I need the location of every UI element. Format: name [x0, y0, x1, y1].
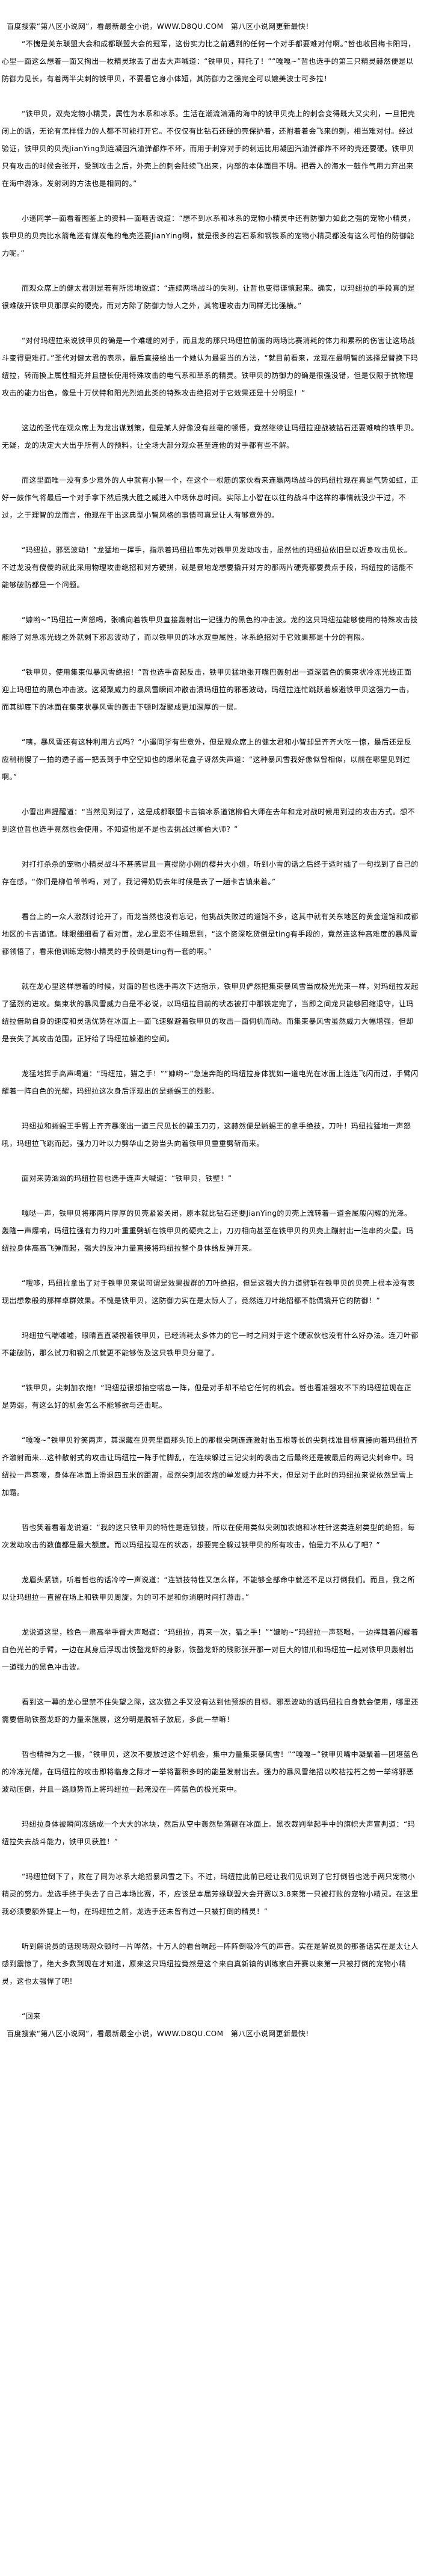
story-paragraph: 这边的圣代在观众席上为龙出谋划策，但是某人好像没有丝毫的顿悟，竟然继续让玛纽拉迎…	[2, 424, 419, 450]
story-paragraph: 小雪出声提醒道：“当然见到过了，这是成都联盟卡吉镇冰系道馆柳伯大师在去年和龙对战…	[2, 808, 416, 834]
header-site-banner: 百度搜索“第八区小说网”，看最新最全小说，WWW.D8QU.COM 第八区小说网…	[7, 22, 309, 31]
story-paragraph: 嘎哒一声，铁甲贝将那两片厚厚的贝壳紧紧关闭，原本就比钻石还要JianYing的贝…	[2, 1209, 414, 1252]
story-paragraph: 而这里面唯一没有多少意外的人中就有小智一个，在这个一根筋的家伙看来连赢两场战斗的…	[2, 476, 419, 519]
story-paragraph: “玛纽拉倒下了，败在了同为冰系大绝招暴风雪之下。不过，玛纽拉此前已经让我们见识到…	[2, 1872, 419, 1916]
story-paragraph: 玛纽拉和蜥蜴王手臂上齐齐暴涨出一道三尺见长的碧玉刀刃，这赫然便是蜥蜴王的拿手绝技…	[2, 1122, 411, 1148]
story-paragraph: 就在龙心里这样想着的时候，对面的哲也选手再次下达指示，铁甲贝俨然把集束暴风雪当成…	[2, 982, 419, 1043]
story-paragraph: “哦哆，玛纽拉拿出了对于铁甲贝来说可谓是效果拔群的刀叶绝招，但是这强大的力道劈斩…	[2, 1279, 416, 1305]
story-paragraph: “铁甲贝，尖刺加农炮！”玛纽拉很想抽空喘息一阵，但是对手却不给它任何的机会。哲也…	[2, 1384, 412, 1410]
footer-site-banner: 百度搜索“第八区小说网”，看最新最全小说，WWW.D8QU.COM 第八区小说网…	[7, 2030, 309, 2038]
story-paragraph: 玛纽拉气喘嘘嘘，眼睛直直凝视着铁甲贝，已经消耗太多体力的它一时之间对于这个硬家伙…	[2, 1331, 419, 1357]
story-paragraph: 龙眉头紧锁，听着哲也的话冷哼一声说道：“连锁技特性又怎么样，不能够全部命中就还不…	[2, 1576, 416, 1602]
story-paragraph: 龙说道这里，脸色一肃高举手臂大声喝道：“玛纽拉，再来一次，猫之手！”“嫝哟~”玛…	[2, 1628, 419, 1671]
story-paragraph: “嘎嘎~”铁甲贝狞笑两声，其深藏在贝壳里面那头顶上的那根尖刺连连激射出五根等长的…	[2, 1436, 418, 1497]
story-paragraph: 龙猛地挥手高声喝道：“玛纽拉，猫之手！”“嫝哟~”急速奔跑的玛纽拉身体犹如一道电…	[2, 1070, 419, 1095]
story-paragraph: “玛纽拉，邪恶波动！”龙猛地一挥手，指示着玛纽拉率先对铁甲贝发动攻击，虽然他的玛…	[2, 546, 414, 589]
story-paragraph: 小遥同学一面看着图鉴上的资料一面咂舌说道：“想不到水系和冰系的宠物小精灵中还有防…	[2, 214, 416, 258]
story-paragraph: “回来	[22, 2012, 41, 2020]
story-paragraph: 哲也精神为之一振，“铁甲贝，这次不要放过这个好机会，集中力量集束暴风雪！”“嘎嘎…	[2, 1750, 419, 1794]
story-paragraph: “不愧是关东联盟大会和成都联盟大会的冠军，这份实力比之前遇到的任何一个对手都要难…	[2, 40, 416, 83]
story-paragraph: “嫝哟~”玛纽拉一声怒喝，张嘴向着铁甲贝直接轰射出一记强力的黑色的冲击波。龙的这…	[2, 616, 418, 642]
chapter-page: 百度搜索“第八区小说网”，看最新最全小说，WWW.D8QU.COM 第八区小说网…	[2, 22, 419, 2038]
story-paragraph: “铁甲贝，双壳宠物小精灵，属性为水系和冰系。生活在潮流汹涌的海中的铁甲贝壳上的刺…	[2, 110, 416, 188]
story-paragraph: “咦，暴风雪还有这种利用方式吗？”小遥同学有些意外，但是观众席上的健太君和小智却…	[2, 738, 412, 781]
story-paragraph: 看到这一幕的龙心里禁不住失望之际，这次猫之手又没有达到他预想的目标。邪恶波动的话…	[2, 1698, 419, 1724]
story-paragraph: “对付玛纽拉来说铁甲贝的确是一个难缠的对手，而且龙的那只玛纽拉前面的两场比赛消耗…	[2, 336, 419, 397]
story-paragraph: 听到解说员的话现场观众顿时一片哗然，十万人的看台响起一阵阵倒吸冷气的声音。实在是…	[2, 1942, 419, 1986]
story-paragraph: “铁甲贝，使用集束似暴风雪绝招！”哲也选手奋起反击，铁甲贝猛地张开嘴巴轰射出一道…	[2, 668, 414, 711]
story-paragraph: 而观众席上的健太君则是若有所思地说道：“连续两场战斗的失利，让哲也变得谨慎起来。…	[2, 284, 416, 310]
story-paragraph: 玛纽拉身体被瞬间冻结成一个大大的冰块，然后从空中轰然坠落砸在冰面上。黑衣裁判举起…	[2, 1820, 416, 1846]
story-paragraph: 看台上的一众人激烈讨论开了，而龙当然也没有忘记，他挑战失败过的道馆不多，这其中就…	[2, 912, 419, 956]
chapter-body: “不愧是关东联盟大会和成都联盟大会的冠军，这份实力比之前遇到的任何一个对手都要难…	[2, 36, 419, 2025]
story-paragraph: 面对来势汹汹的玛纽拉哲也选手连声大喊道：“铁甲贝，铁壁！”	[22, 1174, 232, 1183]
story-paragraph: 对打打杀杀的宠物小精灵战斗不甚感冒且一直提防小刚的樱井大小姐，听到小雪的话之后终…	[2, 860, 419, 886]
story-paragraph: 哲也笑着看着龙说道：“我的这只铁甲贝的特性是连锁技，所以在使用类似尖刺加农炮和冰…	[2, 1523, 416, 1549]
